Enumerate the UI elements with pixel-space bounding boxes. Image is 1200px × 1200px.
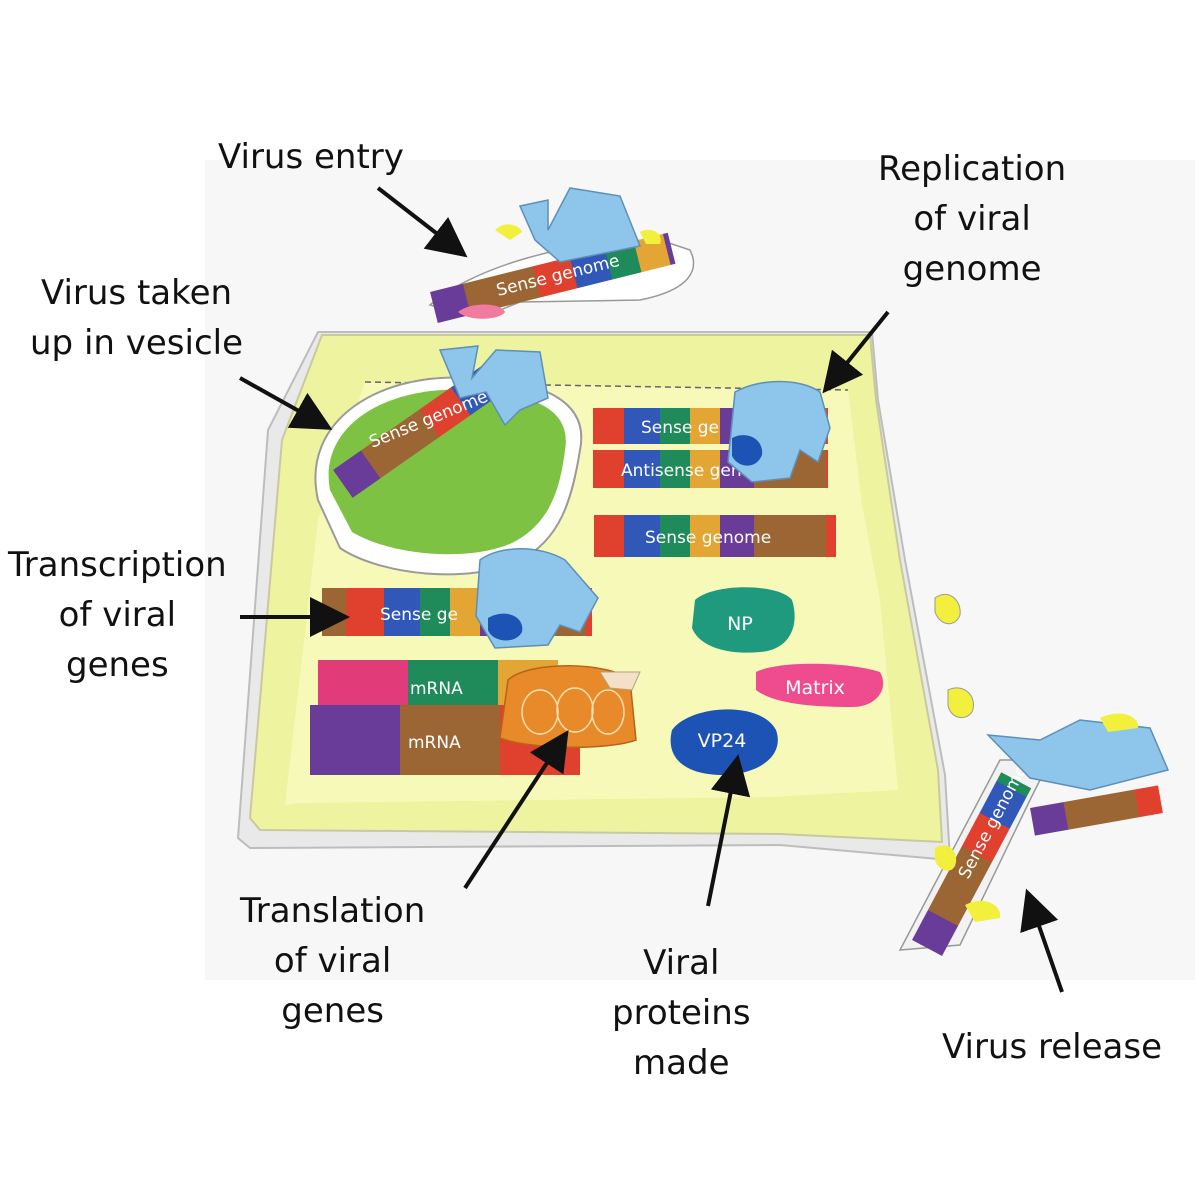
replication-sense-label: Sense ge xyxy=(641,418,719,438)
label-replication: Replication of viral genome xyxy=(878,149,1067,289)
np-label: NP xyxy=(727,613,753,635)
label-viral-proteins: Viral proteins made xyxy=(612,943,751,1083)
released-virus: Sense genome xyxy=(898,713,1170,956)
mrna-2-label: mRNA xyxy=(408,733,461,753)
sense-genome-label: Sense genome xyxy=(645,528,771,548)
vesicle-virus-protein xyxy=(438,345,549,427)
entering-virus: Sense genome xyxy=(428,187,695,324)
arrow-release xyxy=(1020,888,1064,993)
sense-genome-strip xyxy=(594,515,836,557)
transcription-strip: Sense ge xyxy=(322,548,599,649)
vesicle: Sense genome xyxy=(314,345,583,576)
label-virus-release: Virus release xyxy=(942,1027,1162,1067)
vp24-protein xyxy=(670,709,778,775)
arrow-replication xyxy=(822,310,890,394)
surface-protein xyxy=(947,687,974,719)
arrow-vesicle xyxy=(239,376,333,430)
np-protein xyxy=(692,587,795,653)
matrix-protein xyxy=(756,663,884,708)
replication-antisense-label: Antisense gen xyxy=(621,461,742,481)
label-translation: Translation of viral genes xyxy=(240,891,426,1031)
replication-strips: Sense ge Antisense gen xyxy=(593,380,831,488)
arrow-virus-entry xyxy=(376,186,468,258)
label-transcription: Transcription of viral genes xyxy=(8,545,227,685)
label-virus-taken-up: Virus taken up in vesicle xyxy=(30,273,243,363)
arrow-proteins xyxy=(706,754,751,907)
transcription-strip-label: Sense ge xyxy=(380,605,458,625)
mrna-1-label: mRNA xyxy=(410,679,463,699)
surface-protein xyxy=(934,593,961,625)
ribosome xyxy=(499,665,641,748)
label-virus-entry: Virus entry xyxy=(218,137,404,177)
arrow-translation xyxy=(463,729,569,890)
matrix-label: Matrix xyxy=(785,677,845,699)
vp24-label: VP24 xyxy=(698,730,747,752)
